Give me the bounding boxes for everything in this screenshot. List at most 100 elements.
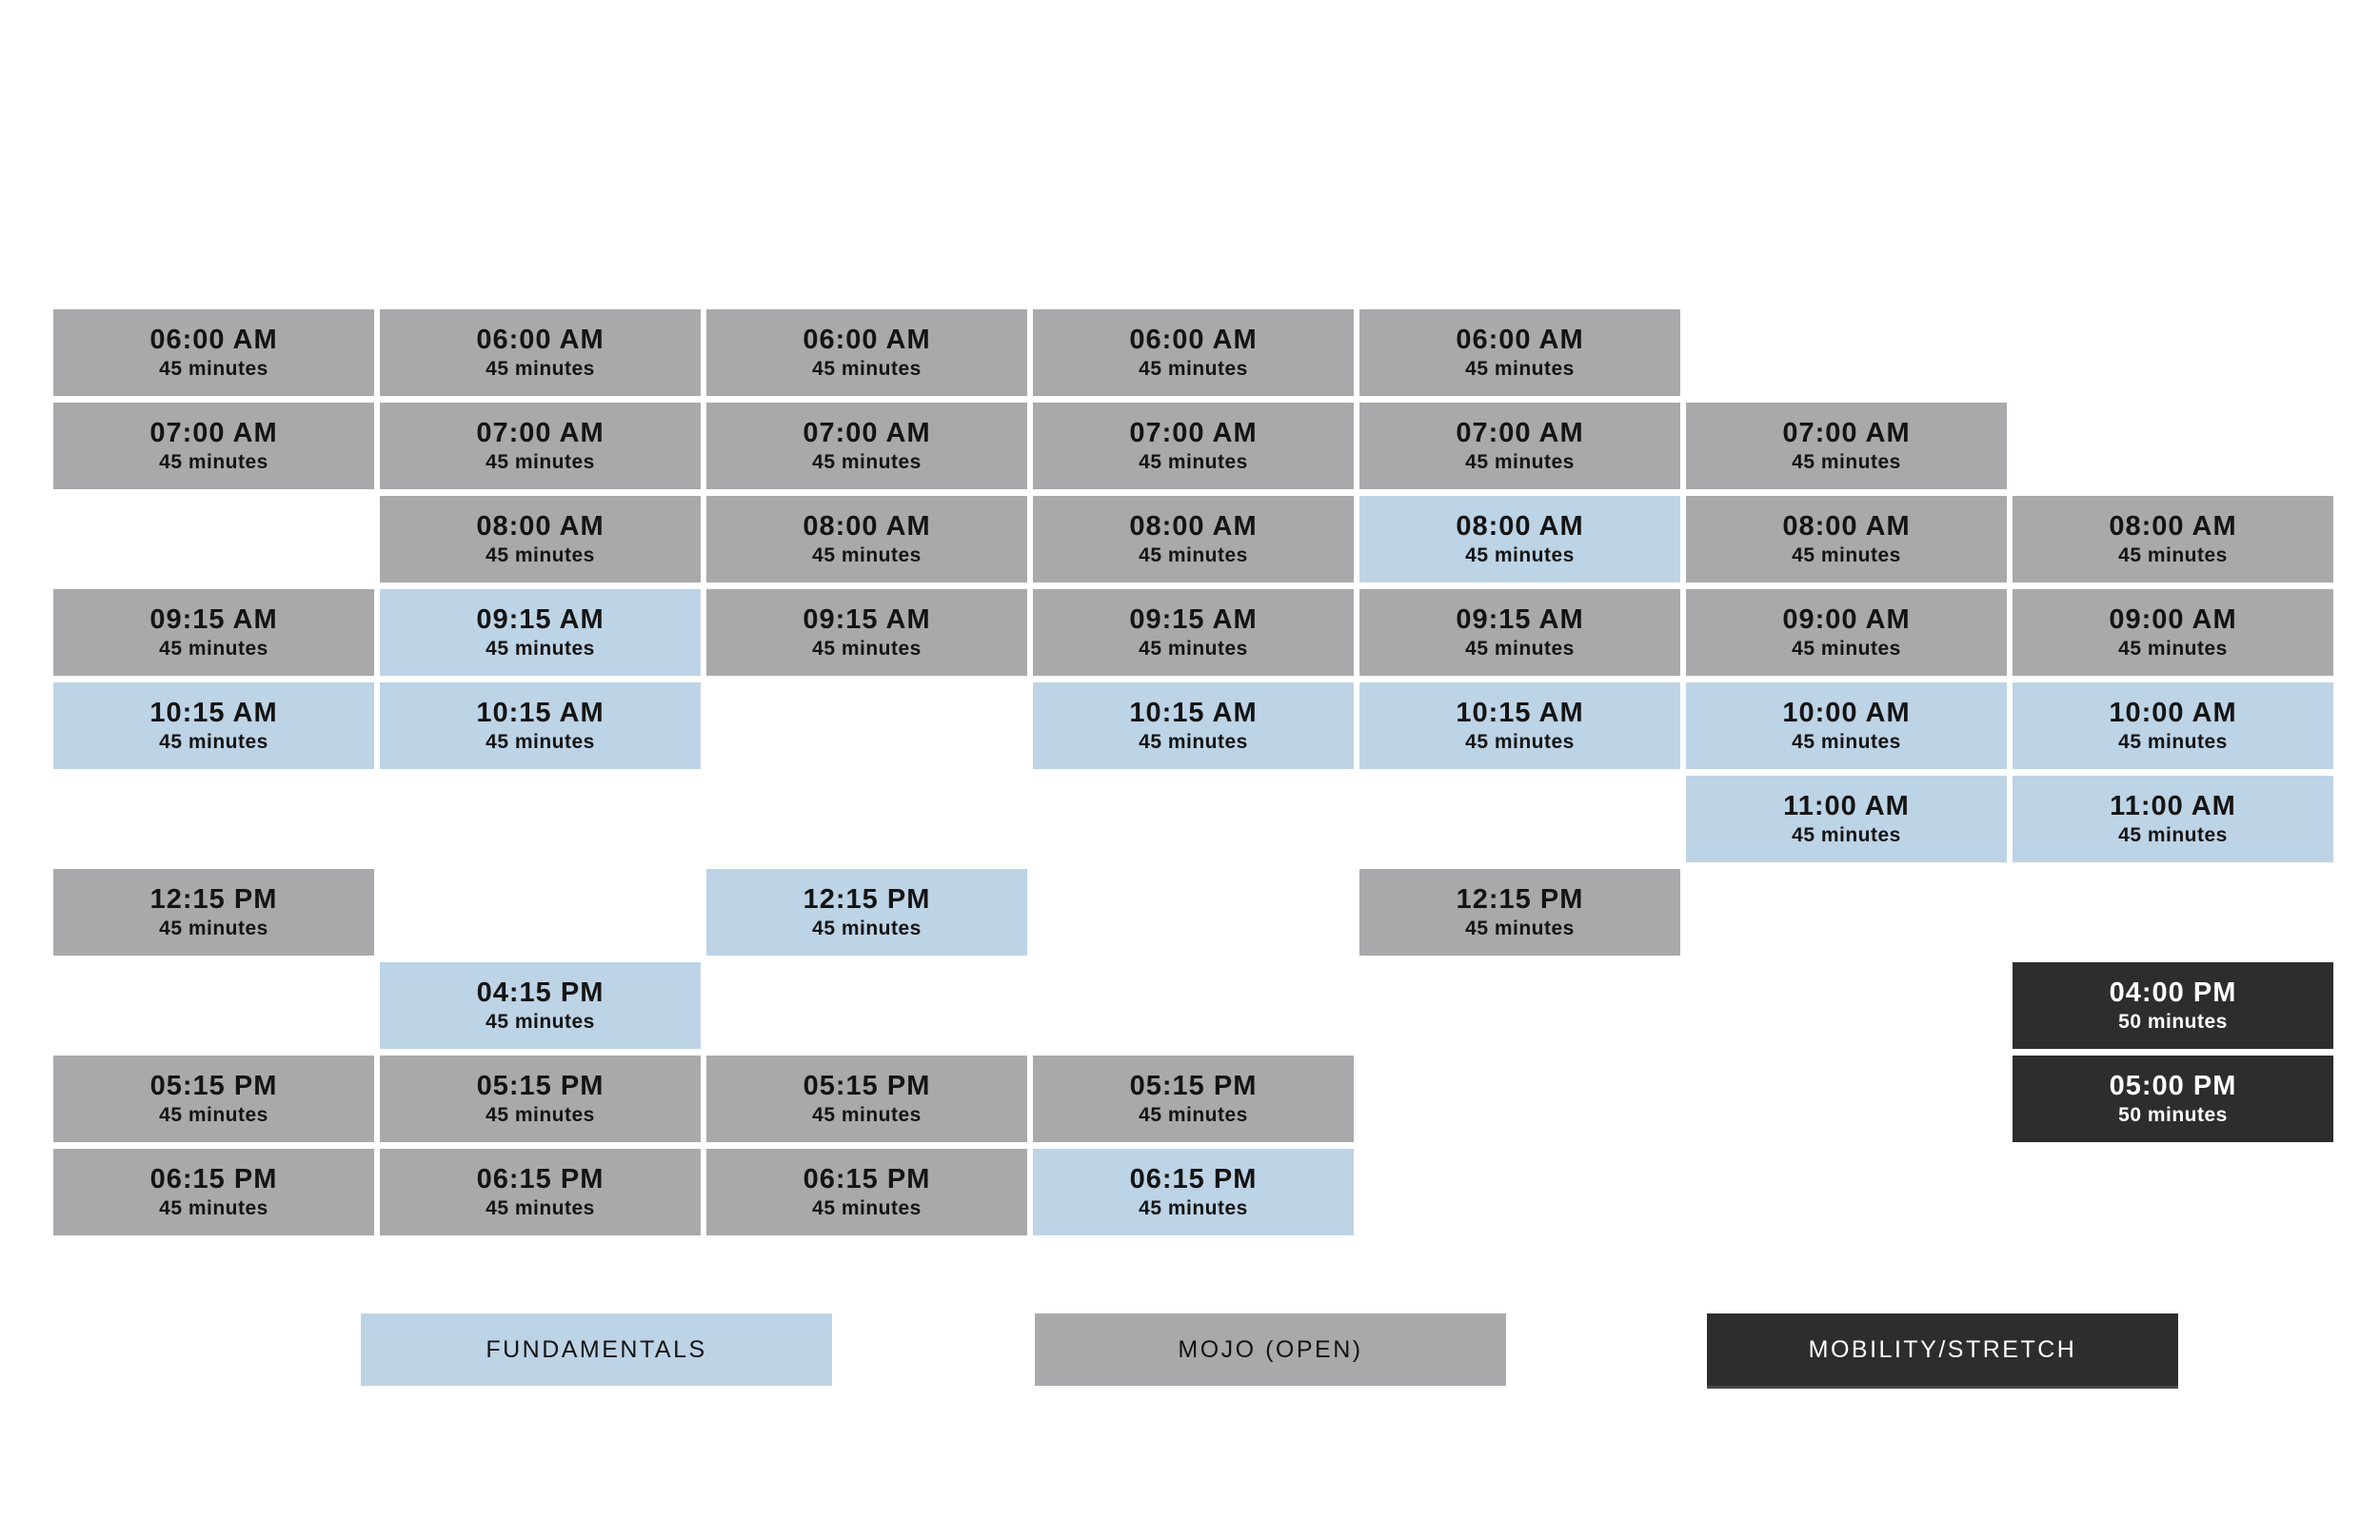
- class-slot-mojo[interactable]: 07:00 AM 45 minutes: [1686, 403, 2007, 489]
- slot-duration: 45 minutes: [1139, 638, 1248, 661]
- slot-duration: 45 minutes: [812, 918, 922, 940]
- slot-time: 07:00 AM: [1782, 417, 1911, 448]
- slot-time: 10:15 AM: [1456, 697, 1584, 728]
- slot-duration: 45 minutes: [1465, 358, 1575, 381]
- class-slot-mojo[interactable]: 07:00 AM 45 minutes: [706, 403, 1027, 489]
- slot-time: 07:00 AM: [1129, 417, 1258, 448]
- slot-duration: 45 minutes: [1792, 451, 1901, 474]
- class-slot-mojo[interactable]: 07:00 AM 45 minutes: [1359, 403, 1680, 489]
- slot-time: 09:15 AM: [476, 603, 605, 635]
- slot-duration: 45 minutes: [159, 918, 268, 940]
- class-slot-mojo[interactable]: 09:15 AM 45 minutes: [53, 589, 374, 676]
- slot-duration: 45 minutes: [812, 544, 922, 567]
- slot-duration: 45 minutes: [1465, 451, 1575, 474]
- slot-time: 12:15 PM: [149, 883, 278, 915]
- slot-time: 05:15 PM: [803, 1070, 931, 1101]
- slot-time: 07:00 AM: [1456, 417, 1584, 448]
- slot-duration: 45 minutes: [812, 451, 922, 474]
- slot-time: 06:15 PM: [476, 1163, 605, 1194]
- slot-duration: 45 minutes: [1792, 544, 1901, 567]
- slot-duration: 45 minutes: [1139, 731, 1248, 754]
- slot-duration: 45 minutes: [486, 1011, 595, 1034]
- class-slot-mojo[interactable]: 12:15 PM 45 minutes: [53, 869, 374, 956]
- slot-time: 09:00 AM: [1782, 603, 1911, 635]
- slot-duration: 45 minutes: [159, 1197, 268, 1220]
- slot-duration: 45 minutes: [1139, 1197, 1248, 1220]
- slot-time: 08:00 AM: [1782, 510, 1911, 542]
- class-slot-mojo[interactable]: 07:00 AM 45 minutes: [1033, 403, 1354, 489]
- slot-time: 08:00 AM: [803, 510, 931, 542]
- slot-duration: 45 minutes: [1139, 451, 1248, 474]
- class-slot-fundamentals[interactable]: 10:15 AM 45 minutes: [1033, 682, 1354, 769]
- slot-duration: 45 minutes: [159, 1104, 268, 1127]
- slot-time: 06:00 AM: [803, 324, 931, 355]
- slot-time: 06:15 PM: [803, 1163, 931, 1194]
- slot-time: 10:15 AM: [476, 697, 605, 728]
- slot-duration: 45 minutes: [812, 1197, 922, 1220]
- slot-time: 06:15 PM: [149, 1163, 278, 1194]
- legend-mobility: MOBILITY/STRETCH: [1707, 1313, 2178, 1389]
- slot-time: 09:15 AM: [149, 603, 278, 635]
- slot-time: 06:00 AM: [149, 324, 278, 355]
- slot-duration: 45 minutes: [159, 731, 268, 754]
- slot-duration: 45 minutes: [1465, 544, 1575, 567]
- slot-duration: 50 minutes: [2118, 1011, 2228, 1034]
- slot-time: 05:15 PM: [476, 1070, 605, 1101]
- slot-time: 09:15 AM: [803, 603, 931, 635]
- slot-time: 04:00 PM: [2109, 977, 2237, 1008]
- slot-time: 07:00 AM: [803, 417, 931, 448]
- class-slot-mojo[interactable]: 06:15 PM 45 minutes: [53, 1149, 374, 1235]
- legend-mojo: MOJO (OPEN): [1035, 1313, 1506, 1386]
- slot-time: 06:00 AM: [1129, 324, 1258, 355]
- slot-duration: 45 minutes: [2118, 731, 2228, 754]
- slot-duration: 45 minutes: [1465, 918, 1575, 940]
- slot-time: 10:15 AM: [1129, 697, 1258, 728]
- slot-duration: 45 minutes: [2118, 638, 2228, 661]
- slot-duration: 45 minutes: [159, 638, 268, 661]
- slot-duration: 45 minutes: [2118, 544, 2228, 567]
- slot-time: 10:00 AM: [1782, 697, 1911, 728]
- class-slot-mobility[interactable]: 04:00 PM 50 minutes: [2013, 962, 2333, 1049]
- slot-time: 08:00 AM: [1456, 510, 1584, 542]
- class-slot-mojo[interactable]: 06:15 PM 45 minutes: [706, 1149, 1027, 1235]
